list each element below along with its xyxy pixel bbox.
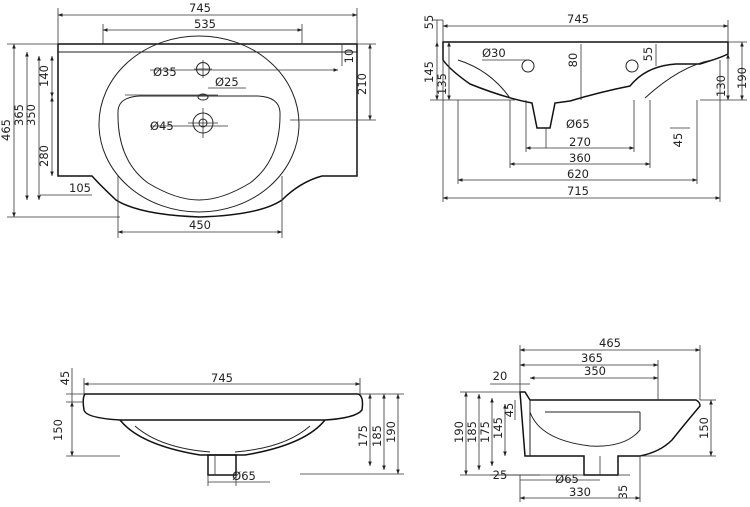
front-section-hole-right [625,59,639,73]
top-view-overflow-hole [197,93,209,101]
front-section-dim-145: 145 [422,61,436,83]
front-section-label-d30: Ø30 [482,46,506,60]
front-section-slab [442,41,729,129]
top-dim-140: 140 [37,65,51,87]
side-dim-25: 25 [493,468,508,482]
top-dim-280: 280 [37,145,51,167]
front-section-dim-270: 270 [569,135,591,149]
front-view: 745 45 150 175 185 190 Ø65 [51,368,404,486]
side-dim-185: 185 [465,421,479,443]
side-dim-150: 150 [697,417,711,439]
front-section-dim-715: 715 [567,184,589,198]
front-dim-185: 185 [370,425,384,447]
front-dim-150: 150 [51,419,65,441]
top-view: 745 535 465 365 350 140 280 105 10 210 Ø… [0,1,376,238]
top-view-outline [57,43,358,218]
front-section-dim-135: 135 [435,73,449,95]
side-dim-365: 365 [581,351,603,365]
top-dim-450: 450 [189,218,211,232]
side-dim-465: 465 [599,336,621,350]
side-view: 465 365 350 20 190 185 175 145 45 150 25… [452,336,716,502]
front-section-view: 745 55 145 135 Ø30 80 55 130 190 Ø65 45 … [422,12,749,202]
front-section-dim-190: 190 [735,67,749,89]
front-section-dim-55r: 55 [641,47,655,62]
top-dim-745: 745 [189,1,211,15]
top-dim-210: 210 [355,73,369,95]
front-section-dim-80: 80 [566,53,580,68]
top-dim-465: 465 [0,119,13,141]
side-view-body [519,391,701,476]
top-view-rim [98,35,300,213]
front-view-rim [82,393,364,421]
side-dim-20: 20 [493,369,508,383]
front-section-hole-left [521,59,535,73]
side-dim-145: 145 [491,417,505,439]
side-dim-350: 350 [584,364,606,378]
top-label-d25: Ø25 [215,75,239,89]
front-dim-745: 745 [211,371,233,385]
top-label-d35: Ø35 [153,65,177,79]
side-dim-190: 190 [452,421,466,443]
top-dim-535: 535 [194,17,216,31]
top-label-d45: Ø45 [150,119,174,133]
front-dim-175: 175 [356,425,370,447]
side-label-d65: Ø65 [555,472,579,486]
front-dim-45: 45 [58,371,72,386]
top-view-basin [117,95,281,201]
side-dim-175: 175 [478,421,492,443]
front-section-dim-360: 360 [569,151,591,165]
front-section-dim-45: 45 [671,133,685,148]
front-section-dim-55: 55 [422,15,436,30]
side-dim-35: 35 [616,485,630,500]
front-section-label-d65: Ø65 [566,117,590,131]
top-dim-105: 105 [69,181,91,195]
front-section-dim-745: 745 [567,12,589,26]
top-dim-365: 365 [12,104,26,126]
front-dim-190: 190 [384,421,398,443]
front-view-drain [207,454,237,476]
front-section-dim-130: 130 [714,75,728,97]
front-view-bowl [119,419,326,456]
side-dim-330: 330 [569,485,591,499]
front-section-dim-620: 620 [567,167,589,181]
top-dim-350: 350 [24,104,38,126]
side-dim-45: 45 [502,403,516,418]
top-dim-10: 10 [342,49,356,64]
front-label-d65: Ø65 [232,469,256,483]
